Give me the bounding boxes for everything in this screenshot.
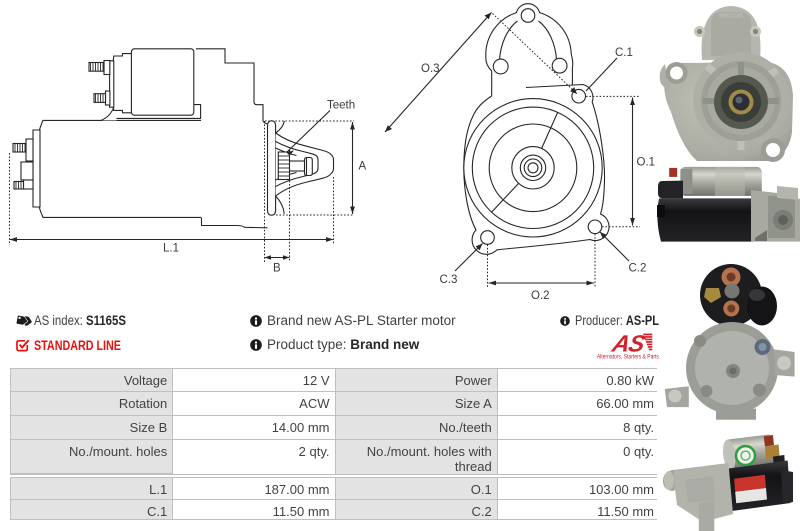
- svg-text:C.1: C.1: [615, 47, 633, 59]
- svg-text:O.2: O.2: [531, 290, 550, 302]
- svg-text:B: B: [273, 263, 281, 275]
- svg-text:A: A: [359, 161, 367, 173]
- svg-text:O.1: O.1: [637, 157, 656, 169]
- svg-text:O.3: O.3: [421, 63, 440, 75]
- svg-text:Teeth: Teeth: [327, 100, 355, 112]
- svg-text:C.3: C.3: [440, 274, 458, 286]
- svg-text:Alternators, Starters & Parts: Alternators, Starters & Parts: [597, 354, 659, 361]
- svg-text:C.2: C.2: [629, 263, 647, 275]
- svg-text:L.1: L.1: [163, 243, 179, 255]
